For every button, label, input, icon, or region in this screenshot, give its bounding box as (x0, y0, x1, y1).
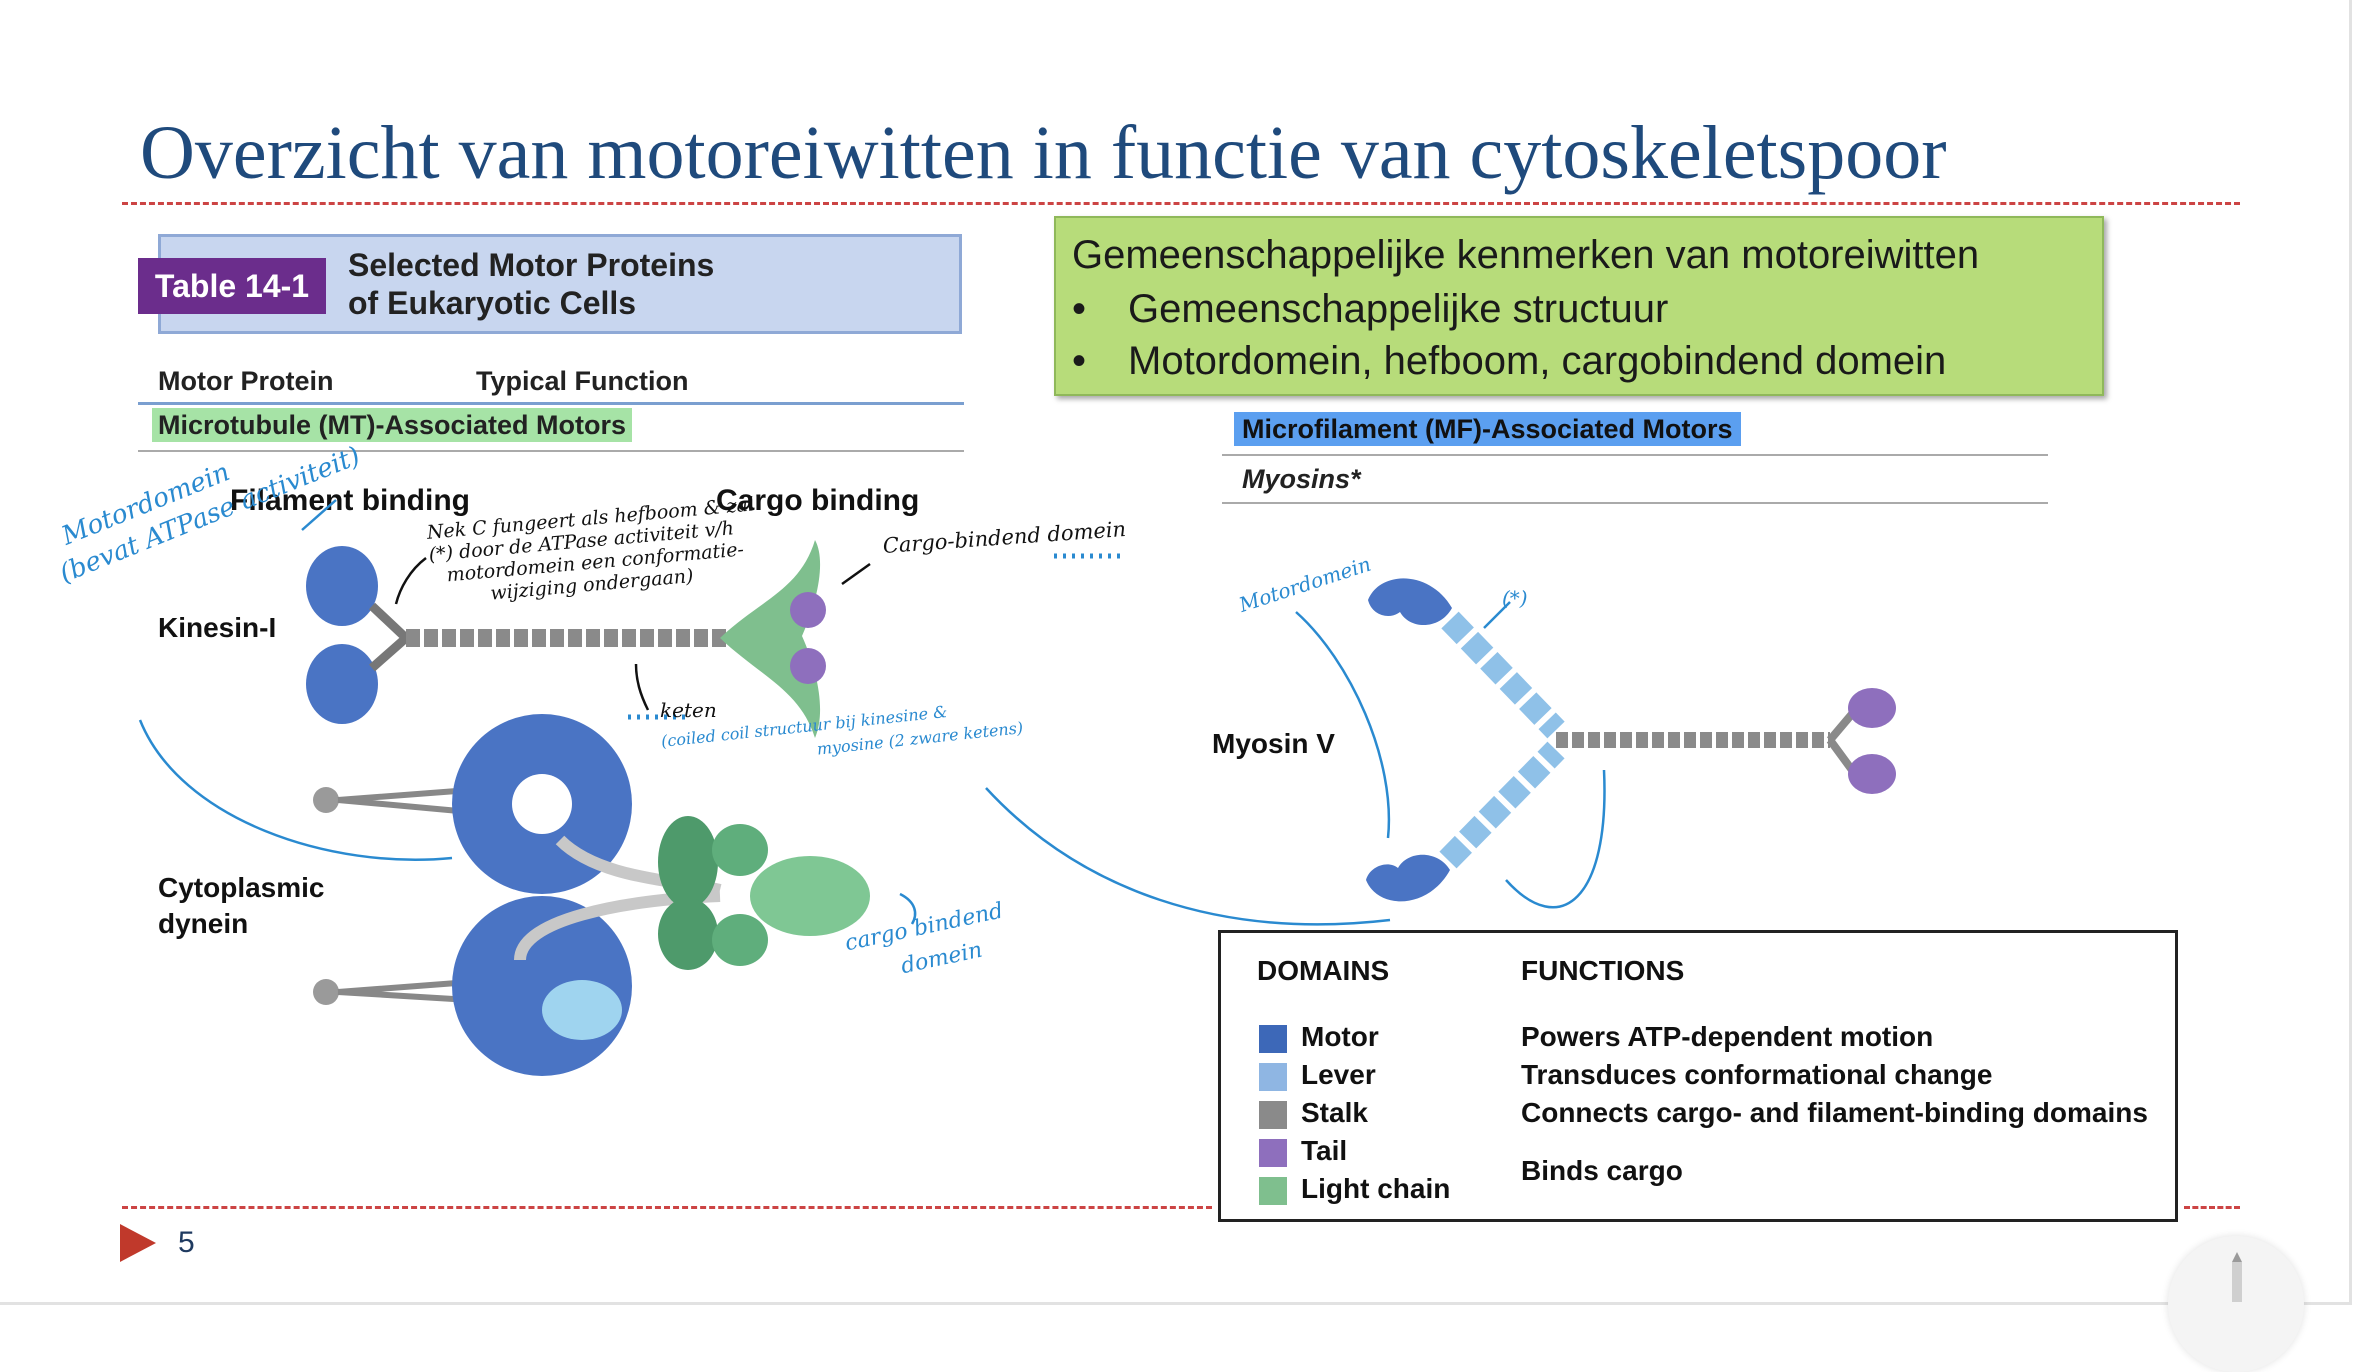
bullet-dot: • (1072, 287, 1087, 331)
bullet-1: • Gemeenschappelijke structuur (1072, 282, 1668, 336)
arrow-neck-note (394, 557, 427, 605)
light-chain-swatch (1259, 1177, 1287, 1205)
table-header-rule (138, 402, 964, 405)
dynein-label-line2: dynein (158, 908, 249, 939)
bullet-dot: • (1072, 339, 1087, 383)
common-features-box: Gemeenschappelijke kenmerken van motorei… (1054, 216, 2104, 396)
myosin-lever-top (1441, 611, 1565, 739)
kinesin-light-chain (720, 540, 821, 738)
mt-section-row: Microtubule (MT)-Associated Motors (152, 408, 633, 442)
dynein-light-chain-b (658, 898, 718, 970)
mf-row-rule (1222, 454, 2048, 456)
footer-divider-right (2184, 1206, 2240, 1209)
mf-section-label: Microfilament (MF)-Associated Motors (1234, 412, 1741, 446)
legend-stalk-name: Stalk (1301, 1097, 1368, 1128)
bullet-2-text: Motordomein, hefboom, cargobindend domei… (1128, 339, 1947, 383)
curve-myosin-to-kinesin (985, 769, 1606, 926)
myosin-tail-fork (1826, 711, 1856, 773)
tail-swatch (1259, 1139, 1287, 1167)
filament-binding-label: Filament binding (230, 484, 470, 517)
myosin-tail-top (1848, 688, 1896, 728)
mf-section-row: Microfilament (MF)-Associated Motors (1234, 412, 1741, 446)
note-myosin-star: (*) (1502, 586, 1528, 610)
kinesin-molecule (306, 540, 826, 738)
arrow-myosin-star (1483, 601, 1511, 629)
table-title-line2: of Eukaryotic Cells (348, 285, 637, 321)
arrow-cargo-domain (841, 562, 871, 586)
dynein-ring-hole-top (512, 774, 572, 834)
myosin-molecule (1366, 578, 1896, 902)
table-tag: Table 14-1 (138, 258, 326, 314)
kinesin-tail-top (790, 592, 826, 628)
legend-lever-function: Transduces conformational change (1521, 1059, 1993, 1090)
bullet-1-text: Gemeenschappelijke structuur (1128, 287, 1669, 331)
legend-functions-heading: FUNCTIONS (1521, 955, 1685, 986)
myosin-motor-head-bottom (1366, 854, 1450, 902)
legend-binds-cargo: Binds cargo (1521, 1155, 1683, 1186)
kinesin-motor-head-top (306, 546, 378, 626)
domains-legend: DOMAINS FUNCTIONS Motor Powers ATP-depen… (1218, 930, 2178, 1222)
dynein-stalk-tip-top (313, 787, 339, 813)
myosins-row-rule (1222, 502, 2048, 504)
legend-motor-function: Powers ATP-dependent motion (1521, 1021, 1934, 1052)
footer-divider-left (122, 1206, 1212, 1209)
dynein-cargo-cluster (750, 856, 870, 936)
pencil-icon (2232, 1252, 2242, 1302)
legend-motor-name: Motor (1301, 1021, 1379, 1052)
dynein-stalk-top (337, 787, 471, 815)
dynein-label: Cytoplasmic dynein (158, 870, 325, 942)
myosin-label: Myosin V (1212, 728, 1335, 759)
col-typical-function: Typical Function (476, 366, 689, 396)
arrow-keten (634, 663, 650, 711)
slide-frame (0, 0, 2352, 1305)
bullet-2: • Motordomein, hefboom, cargobindend dom… (1072, 334, 1946, 388)
legend-domains-heading: DOMAINS (1257, 955, 1390, 986)
stalk-swatch (1259, 1101, 1287, 1129)
table-title-line1: Selected Motor Proteins (348, 247, 715, 283)
page-number: 5 (178, 1226, 195, 1259)
myosin-lever-bottom (1439, 741, 1565, 869)
play-triangle-icon (120, 1224, 156, 1262)
table-title: Selected Motor Proteins of Eukaryotic Ce… (348, 246, 714, 322)
legend-lever-name: Lever (1301, 1059, 1376, 1090)
myosin-motor-head-top (1368, 578, 1452, 626)
col-motor-protein: Motor Protein (158, 366, 334, 396)
bracket-dynein-cargo (899, 892, 917, 925)
dynein-light-chain-c (712, 824, 768, 876)
mt-row-rule (138, 450, 964, 452)
kinesin-label: Kinesin-I (158, 612, 277, 643)
motor-protein-diagram (138, 499, 1896, 1201)
dynein-stalk-bottom (337, 979, 471, 1003)
myosins-label: Myosins* (1242, 464, 1361, 494)
kinesin-neck (368, 602, 413, 672)
motor-swatch (1259, 1025, 1287, 1053)
pencil-tool-button[interactable] (2168, 1236, 2304, 1372)
dynein-light-chain-d (712, 914, 768, 966)
cargo-binding-label: Cargo binding (716, 484, 920, 517)
slide-title: Overzicht van motoreiwitten in functie v… (140, 111, 1947, 195)
handwritten-annotations (138, 499, 1606, 1201)
note-keten: keten (660, 698, 717, 722)
mt-section-label: Microtubule (MT)-Associated Motors (152, 408, 633, 442)
dynein-lever (542, 980, 622, 1040)
dynein-stalk-tip-bottom (313, 979, 339, 1005)
curve-dynein-to-motordomein (138, 719, 453, 862)
kinesin-motor-head-bottom (306, 644, 378, 724)
dynein-light-chain-a (658, 816, 718, 908)
curve-myosin-motor (1295, 611, 1391, 839)
dynein-label-line1: Cytoplasmic (158, 872, 325, 903)
myosin-tail-bottom (1848, 754, 1896, 794)
lever-swatch (1259, 1063, 1287, 1091)
legend-stalk-function: Connects cargo- and filament-binding dom… (1521, 1097, 2148, 1128)
dynein-molecule (313, 714, 870, 1076)
arrow-motordomein-left (301, 499, 337, 531)
legend-light-chain-name: Light chain (1301, 1173, 1451, 1204)
common-features-heading: Gemeenschappelijke kenmerken van motorei… (1072, 233, 1980, 277)
legend-tail-name: Tail (1301, 1135, 1348, 1166)
title-divider (122, 202, 2240, 205)
kinesin-tail-bottom (790, 648, 826, 684)
